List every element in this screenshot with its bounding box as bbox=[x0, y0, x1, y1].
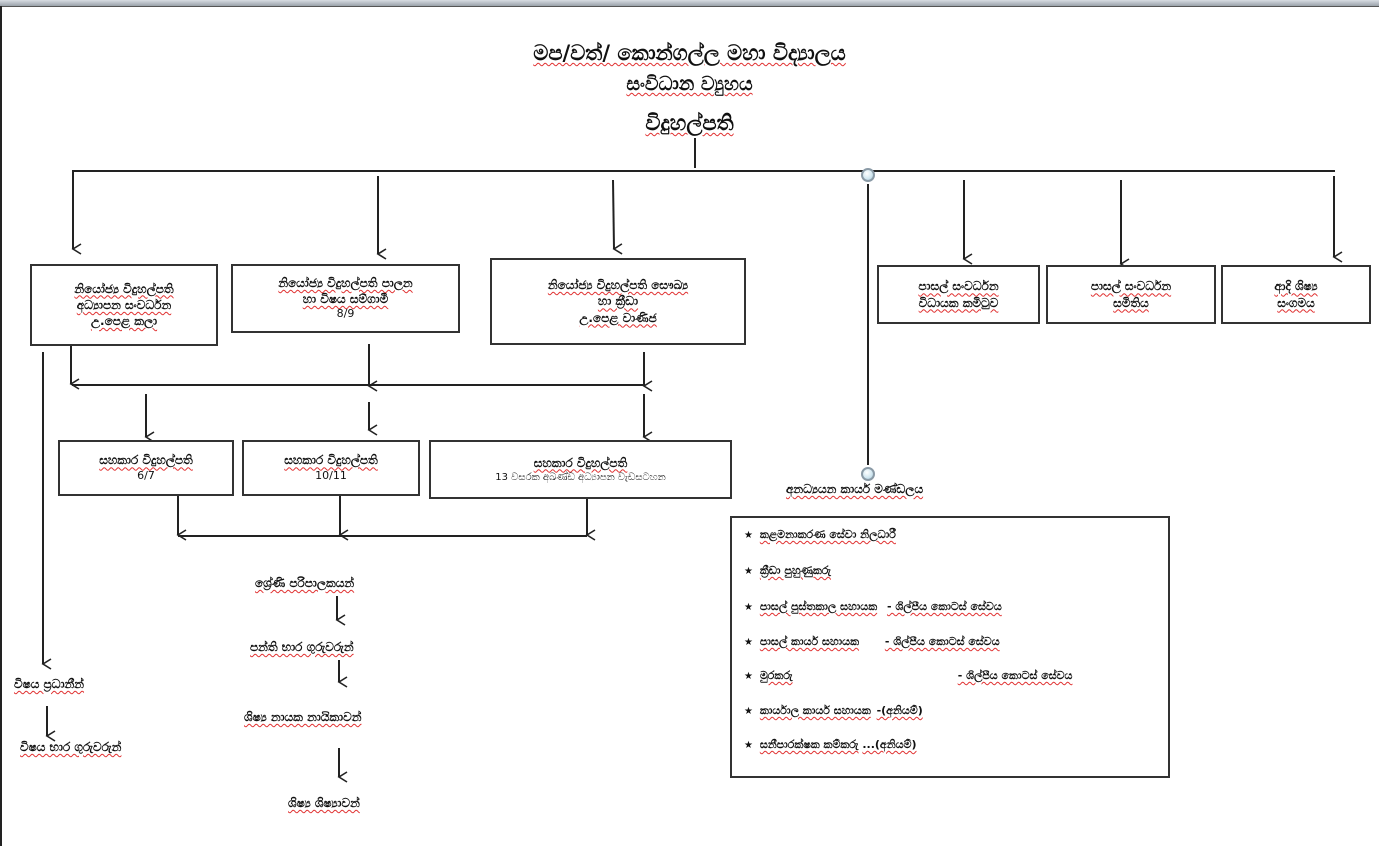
list-item: ★ පාසල් පුස්තකාල සහායක - ශිල්පීය කොටස් ස… bbox=[744, 600, 1002, 613]
deputy-principal-box: නියෝජ්‍ය විදුහල්පති පාලන හා විෂය සම්ගාමී… bbox=[231, 264, 460, 333]
class-chain-level-2: පන්ති භාර ගුරුවරුන් bbox=[250, 640, 354, 654]
assistant-principal-box: සහකාර විදුහල්පති 13 වසරක අඛණ්ඩ අධ්‍යාපන … bbox=[429, 440, 732, 499]
box-title: සහකාර විදුහල්පති bbox=[533, 455, 628, 470]
chart-title: සංවිධාන ව්‍යුහය bbox=[626, 73, 753, 95]
list-item: ★ ක්‍රීඩා පුහුණුකරු bbox=[744, 564, 831, 577]
deputy-principal-box: නියෝජ්‍ය විදුහල්පති සෞඛ්‍ය හා ක්‍රීඩා උ.… bbox=[490, 258, 746, 345]
list-item: ★ මුරකරු - ශිල්පීය කොටස් සේවය bbox=[744, 669, 1073, 682]
box-line: ආදි ශිෂ්‍ය bbox=[1274, 279, 1318, 294]
list-item: ★ කළමනාකරණ සේවා නිලධාරී bbox=[744, 528, 896, 541]
connector-node-bottom bbox=[861, 467, 875, 481]
grade-label: 10/11 bbox=[315, 468, 347, 482]
star-bullet-icon: ★ bbox=[744, 706, 753, 717]
non-academic-title: අනධ්‍යයන කාර්ය මණ්ඩලය bbox=[786, 482, 924, 496]
grade-label: 6/7 bbox=[137, 468, 155, 482]
box-line: පාසල් සංවර්ධන bbox=[1090, 279, 1172, 294]
subject-teachers-label: විෂය භාර ගුරුවරුන් bbox=[20, 740, 122, 754]
alumni-association-box: ආදි ශිෂ්‍ය සංගමය bbox=[1221, 265, 1371, 324]
star-bullet-icon: ★ bbox=[744, 740, 753, 751]
box-title: සහකාර විදුහල්පති bbox=[284, 453, 378, 468]
assistant-principal-box: සහකාර විදුහල්පති 10/11 bbox=[242, 440, 420, 496]
grade-label: 13 වසරක අඛණ්ඩ අධ්‍යාපන වැඩසටහන bbox=[495, 471, 666, 483]
principal-label: විදුහල්පති bbox=[645, 111, 734, 135]
grade-label: 8/9 bbox=[336, 307, 355, 321]
class-chain-level-1: ශ්‍රේණි පරිපාලකයන් bbox=[255, 576, 355, 590]
arrow-to-deputy-3 bbox=[612, 179, 623, 255]
deputy-principal-box: නියෝජ්‍ය විදුහල්පති අධ්‍යාපන සංවර්ධන උ.ප… bbox=[30, 264, 218, 346]
class-chain-level-4: ශිෂ්‍ය ශිෂ්‍යාවන් bbox=[288, 796, 360, 810]
box-title: සහකාර විදුහල්පති bbox=[99, 453, 193, 468]
box-line: හා විෂය සම්ගාමී bbox=[302, 292, 389, 307]
connector-node-top bbox=[861, 168, 875, 182]
non-academic-staff-list: ★ කළමනාකරණ සේවා නිලධාරී ★ ක්‍රීඩා පුහුණු… bbox=[730, 516, 1170, 778]
box-line: පාසල් සංවර්ධන bbox=[918, 279, 999, 294]
school-name: මප/වත්/ කොන්ගල්ල මහා විද්‍යාලය bbox=[533, 41, 846, 65]
box-line: නියෝජ්‍ය විදුහල්පති bbox=[74, 281, 174, 296]
box-line: උ.පෙළ කලා bbox=[90, 314, 158, 329]
box-line: සමිතිය bbox=[1113, 295, 1149, 310]
star-bullet-icon: ★ bbox=[744, 530, 753, 541]
box-line: සංගමය bbox=[1277, 295, 1315, 310]
box-line: නියෝජ්‍ය විදුහල්පති සෞඛ්‍ය bbox=[547, 278, 689, 293]
box-line: අධ්‍යාපන සංවර්ධන bbox=[76, 297, 172, 312]
class-chain-level-3: ශිෂ්‍ය නායක නායිකාවන් bbox=[244, 710, 362, 724]
box-line: හා ක්‍රීඩා bbox=[597, 294, 639, 309]
star-bullet-icon: ★ bbox=[744, 637, 753, 648]
box-line: නියෝජ්‍ය විදුහල්පති පාලන bbox=[278, 275, 413, 290]
window-top-border bbox=[0, 0, 1379, 7]
list-item: ★ පාසල් කාර්ය සහායක - ශිල්පීය කොටස් සේවය bbox=[744, 635, 1000, 648]
star-bullet-icon: ★ bbox=[744, 602, 753, 613]
development-society-box: පාසල් සංවර්ධන සමිතිය bbox=[1046, 265, 1216, 324]
assistant-principal-box: සහකාර විදුහල්පති 6/7 bbox=[58, 440, 234, 496]
page-left-edge bbox=[0, 6, 2, 846]
list-item: ★ කාර්යාල කාර්ය සහායක -(අනියම්) bbox=[744, 704, 923, 717]
box-line: උ.පෙළ වාණිජ bbox=[579, 310, 657, 325]
subject-heads-label: විෂය ප්‍රධානීන් bbox=[14, 677, 85, 691]
list-item: ★ සනීපාරක්ෂක කම්කරු ...(අනියම්) bbox=[744, 738, 917, 751]
star-bullet-icon: ★ bbox=[744, 671, 753, 682]
star-bullet-icon: ★ bbox=[744, 566, 753, 577]
development-committee-box: පාසල් සංවර්ධන විධායක කමිටුව bbox=[877, 265, 1040, 324]
box-line: විධායක කමිටුව bbox=[918, 295, 999, 310]
